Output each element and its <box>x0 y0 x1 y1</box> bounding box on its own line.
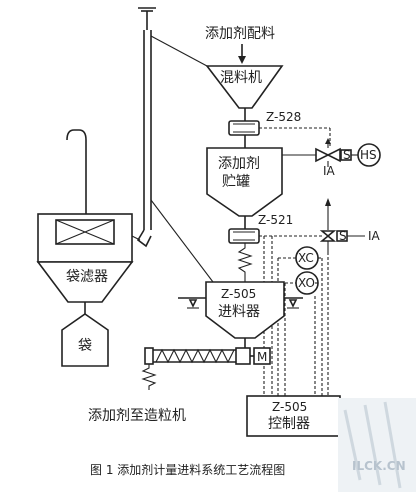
feeder-z505 <box>205 281 285 339</box>
bag <box>61 313 109 367</box>
dosing-arrow <box>238 44 246 64</box>
rotary-valve-z521[interactable] <box>228 216 260 244</box>
mixer-vent-line <box>150 35 208 67</box>
storage-label-1: 添加剂 <box>218 156 260 172</box>
rotary-valve-z528[interactable] <box>228 108 260 148</box>
storage-label-2: 贮罐 <box>222 174 250 190</box>
discharge-spring <box>141 364 157 390</box>
controller-z505[interactable] <box>246 395 341 437</box>
storage-tank <box>206 147 283 217</box>
motor-label: M <box>257 350 267 364</box>
actuated-valve-top[interactable] <box>282 138 358 163</box>
motor[interactable] <box>250 347 271 365</box>
additive-dosing-label: 添加剂配料 <box>205 26 275 42</box>
flexible-connector <box>237 243 253 282</box>
xo-label: XO <box>298 276 315 290</box>
main-duct <box>136 30 152 248</box>
mixer-hopper <box>205 65 284 109</box>
valve-z528-code: Z-528 <box>266 110 301 124</box>
mixer-label: 混料机 <box>220 70 262 86</box>
watermark-text: ILCK.CN <box>352 459 406 473</box>
bag-label: 袋 <box>78 338 92 354</box>
controller-name: 控制器 <box>268 416 310 432</box>
solenoid-s-mid: S <box>339 229 347 243</box>
solenoid-s-top: S <box>343 148 351 162</box>
xc-label: XC <box>298 251 314 265</box>
ia-mid-label: IA <box>368 229 381 243</box>
controller-code: Z-505 <box>272 400 307 414</box>
screw-conveyor <box>144 347 251 365</box>
to-granulator-label: 添加剂至造粒机 <box>88 408 186 424</box>
ia-top-label: IA <box>323 164 336 178</box>
vent-cap <box>138 7 156 30</box>
valve-z521-code: Z-521 <box>258 213 293 227</box>
feeder-name: 进料器 <box>218 304 260 320</box>
figure-caption: 图 1 添加剂计量进料系统工艺流程图 <box>90 462 285 477</box>
hs-label: HS <box>360 148 377 162</box>
bag-filter <box>36 129 141 314</box>
actuated-valve-mid[interactable] <box>319 198 365 252</box>
bag-filter-label: 袋滤器 <box>66 269 108 285</box>
hs-instrument[interactable] <box>357 143 381 167</box>
feeder-vent-line <box>150 199 214 283</box>
watermark-logo <box>338 398 416 492</box>
load-cells <box>178 297 303 309</box>
feeder-code: Z-505 <box>221 287 256 301</box>
